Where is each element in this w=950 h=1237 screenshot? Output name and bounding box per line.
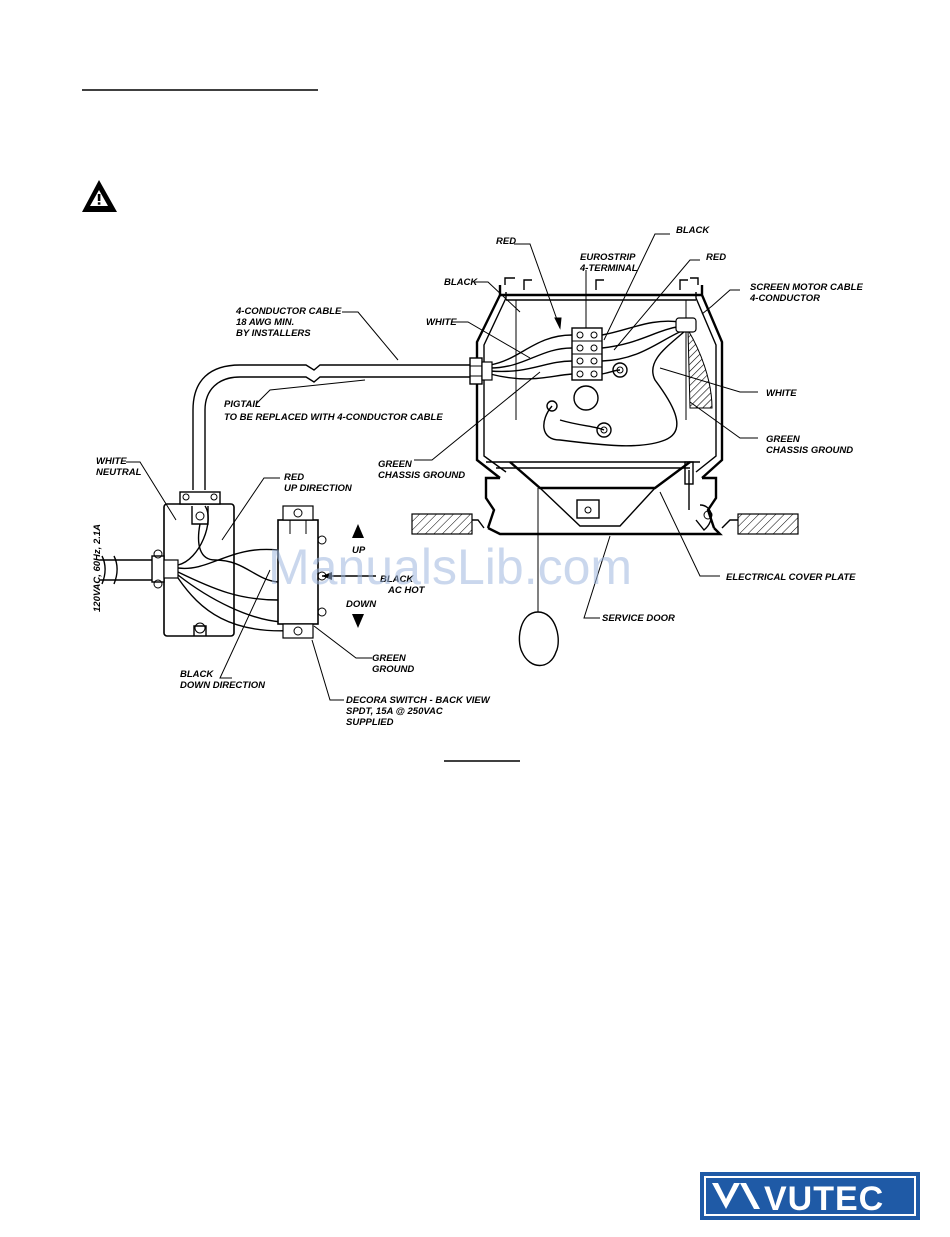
label-green-right: GREEN — [766, 434, 801, 445]
label-decora-switch-2: SPDT, 15A @ 250VAC — [346, 706, 443, 717]
label-up: UP — [352, 545, 366, 556]
label-eurostrip: EUROSTRIP — [580, 252, 636, 263]
label-black-hot-2: AC HOT — [387, 585, 426, 596]
label-red-top: RED — [496, 236, 516, 247]
label-white-neutral: WHITE — [96, 456, 127, 467]
label-black-top: BLACK — [676, 225, 710, 236]
label-black-left: BLACK — [444, 277, 478, 288]
decora-switch — [277, 505, 327, 639]
logo-text: VUTEC — [764, 1180, 884, 1218]
label-white-right: WHITE — [766, 388, 797, 399]
ceiling-left — [411, 513, 473, 535]
label-green-left-2: CHASSIS GROUND — [378, 470, 465, 481]
label-red-up-2: UP DIRECTION — [284, 483, 353, 494]
label-screen-motor-cable-2: 4-CONDUCTOR — [749, 293, 820, 304]
label-green-left: GREEN — [378, 459, 413, 470]
switch-wires — [177, 505, 301, 632]
label-pigtail-2: TO BE REPLACED WITH 4-CONDUCTOR CABLE — [224, 412, 443, 423]
label-decora-switch-3: SUPPLIED — [346, 717, 394, 728]
label-pigtail: PIGTAIL — [224, 399, 261, 410]
label-green-right-2: CHASSIS GROUND — [766, 445, 853, 456]
label-supply-voltage: 120VAC, 60Hz, 2.1A — [92, 524, 103, 612]
leader-lines — [126, 233, 758, 701]
label-white-neutral-2: NEUTRAL — [96, 467, 142, 478]
motor-hole — [573, 385, 599, 411]
watermark: ManualsLib.com — [268, 539, 632, 595]
housing-wires — [489, 317, 697, 447]
up-arrow-icon — [352, 524, 364, 538]
label-cable: 4-CONDUCTOR CABLE — [235, 306, 342, 317]
vutec-logo: VUTEC — [700, 1172, 920, 1220]
label-electrical-cover-plate: ELECTRICAL COVER PLATE — [726, 572, 856, 583]
supply-cable — [100, 559, 152, 581]
ground-screw — [596, 422, 612, 438]
junction-box — [151, 491, 235, 637]
label-green-ground-2: GROUND — [372, 664, 414, 675]
ground-screw — [612, 362, 628, 378]
label-cable-2: 18 AWG MIN. — [236, 317, 294, 328]
warning-triangle-icon — [82, 180, 117, 212]
label-black-down-2: DOWN DIRECTION — [180, 680, 266, 691]
label-screen-motor-cable: SCREEN MOTOR CABLE — [750, 282, 863, 293]
label-black-down: BLACK — [180, 669, 214, 680]
cable-connector — [469, 357, 493, 385]
screen-housing — [475, 277, 724, 531]
label-down: DOWN — [346, 599, 377, 610]
label-red-right: RED — [706, 252, 726, 263]
label-cable-3: BY INSTALLERS — [236, 328, 311, 339]
label-eurostrip-2: 4-TERMINAL — [579, 263, 638, 274]
pull-weight — [518, 611, 559, 667]
ceiling-right — [737, 513, 799, 535]
4-conductor-cable — [192, 364, 470, 490]
label-green-ground: GREEN — [372, 653, 407, 664]
label-service-door: SERVICE DOOR — [602, 613, 675, 624]
label-white-left: WHITE — [426, 317, 457, 328]
label-decora-switch: DECORA SWITCH - BACK VIEW — [346, 695, 491, 706]
down-arrow-icon — [352, 614, 364, 628]
label-red-up: RED — [284, 472, 304, 483]
eurostrip-terminal — [571, 327, 603, 381]
label-black-hot: BLACK — [380, 574, 414, 585]
